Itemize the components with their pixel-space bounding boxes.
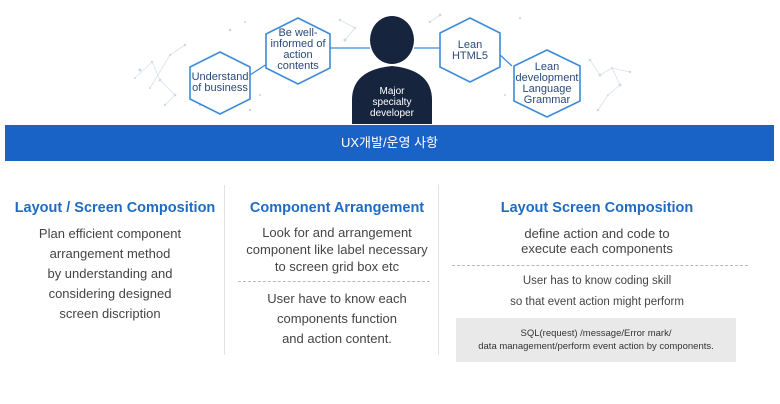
banner-title: UX개발/운영 사항 [340,135,439,150]
column-3-text: define action and code to execute each c… [444,226,750,256]
column-1-title: Layout / Screen Composition [14,200,216,216]
hexagon-line: Lean [457,39,483,51]
text-line: arrangement method [49,246,171,261]
hexagon-understand-label: Understand of business [180,72,260,94]
text-line: screen discription [59,306,161,321]
column-3-note-box: SQL(request) /message/Error mark/ data m… [456,318,736,362]
column-divider [224,185,225,355]
text-line: User has to know coding skill [522,275,672,287]
hexagon-html5-label: Lean HTML5 [430,40,510,62]
column-2-text: Look for and arrangement component like … [228,224,446,275]
developer-line: specialty [372,97,412,108]
text-line: execute each components [521,241,673,256]
hexagon-informed-label: Be well- informed of action contents [258,28,338,72]
column-1-text: Plan efficient component arrangement met… [5,224,215,324]
column-3-divider [452,265,748,266]
hexagon-grammar [513,49,581,118]
hexagon-html5 [439,17,501,83]
column-2-title: Component Arrangement [249,200,425,216]
network-lines [134,14,631,111]
note-line: data management/perform event action by … [478,341,714,352]
text-line: Look for and arrangement [262,225,412,240]
text-line: considering designed [48,286,172,301]
hexagon-line: informed of [270,38,326,50]
hexagon-line: of business [192,82,248,94]
text-line: component like label necessary [246,242,428,257]
hexagon-line: Language [522,83,572,95]
text-line: and action content. [282,331,392,346]
hexagon-grammar-label: Lean development Language Grammar [507,62,587,106]
hexagon-line: contents [277,60,319,72]
column-3-text-2: User has to know coding skill so that ev… [444,271,750,313]
developer-label: Major specialty developer [352,86,432,119]
developer-silhouette [352,16,432,124]
text-line: User have to know each [267,291,407,306]
note-line: SQL(request) /message/Error mark/ [520,328,672,339]
text-line: by understanding and [47,266,173,281]
text-line: to screen grid box etc [274,259,400,274]
text-line: components function [277,311,397,326]
column-2-divider [238,281,430,282]
hexagon-line: Understand [191,71,249,83]
developer-line: Major [379,86,405,97]
text-line: Plan efficient component [38,226,182,241]
hexagon-line: Be well- [278,27,318,39]
hexagon-line: Lean [534,61,560,73]
hexagon-informed [265,17,331,85]
text-line: define action and code to [524,226,670,241]
hexagon-line: Grammar [523,94,571,106]
hexagon-line: HTML5 [451,50,489,62]
hexagon-line: action [283,49,313,61]
hexagon-understand [189,51,251,115]
hexagon-line: development [515,72,579,84]
developer-line: developer [370,108,414,119]
section-banner: UX개발/운영 사항 [5,125,774,161]
column-3-title: Layout Screen Composition [500,200,694,216]
column-divider [438,185,439,355]
text-line: so that event action might perform [510,296,684,308]
skill-diagram [134,13,632,124]
column-2-text-2: User have to know each components functi… [228,289,446,349]
